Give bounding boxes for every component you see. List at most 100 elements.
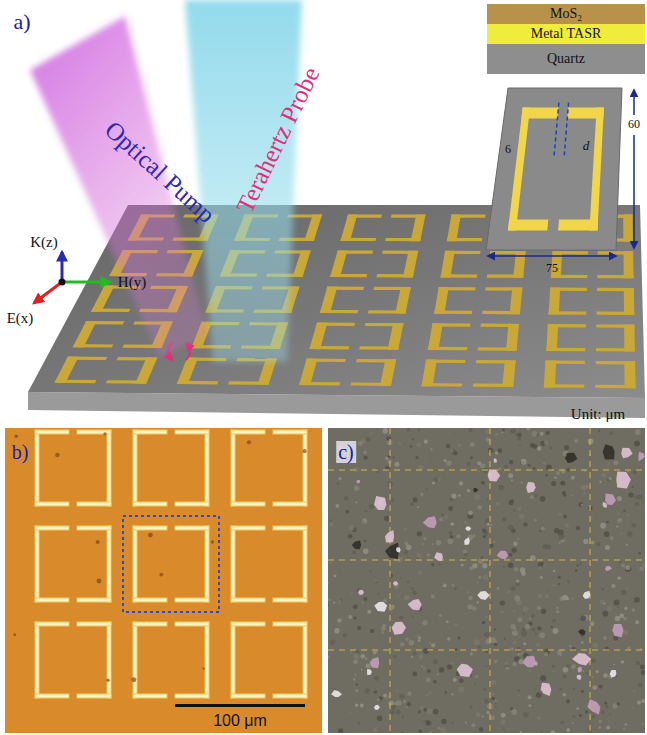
- texture-grain: [396, 700, 401, 705]
- texture-grain: [517, 653, 519, 655]
- resonator-arm: [330, 274, 367, 277]
- texture-grain: [474, 494, 480, 500]
- texture-grain: [632, 707, 635, 710]
- texture-grain: [561, 721, 564, 724]
- texture-grain: [394, 655, 397, 658]
- faint-grid: [389, 428, 391, 733]
- texture-grain: [534, 688, 536, 690]
- speck: [13, 633, 16, 636]
- texture-grain: [607, 606, 613, 612]
- texture-grain: [609, 431, 613, 435]
- texture-grain: [617, 496, 622, 501]
- texture-grain: [540, 576, 543, 579]
- particle: [616, 472, 631, 489]
- particle: [392, 622, 406, 635]
- texture-grain: [474, 639, 480, 645]
- resonator-arm: [303, 622, 307, 698]
- texture-grain: [508, 525, 513, 530]
- resonator-arm: [133, 526, 137, 602]
- axes: [34, 252, 110, 303]
- texture-grain: [453, 449, 455, 451]
- texture-grain: [474, 444, 476, 446]
- texture-grain: [413, 651, 417, 655]
- resonator-arm: [340, 238, 376, 241]
- texture-grain: [338, 477, 341, 480]
- resonator-arm: [35, 526, 69, 530]
- texture-grain: [514, 595, 520, 601]
- resonator-arm: [320, 310, 359, 313]
- resonator-arm: [175, 598, 209, 602]
- texture-grain: [423, 537, 426, 540]
- texture-grain: [623, 510, 625, 512]
- texture-grain: [478, 645, 481, 648]
- texture-grain: [434, 642, 436, 644]
- texture-grain: [467, 604, 472, 609]
- speck: [247, 440, 251, 444]
- texture-grain: [538, 566, 541, 569]
- texture-grain: [510, 624, 515, 629]
- texture-grain: [503, 566, 506, 569]
- k-axis: [61, 252, 64, 282]
- texture-grain: [448, 506, 453, 511]
- texture-grain: [581, 690, 584, 693]
- texture-grain: [340, 600, 342, 602]
- texture-grain: [338, 728, 344, 733]
- texture-grain: [532, 431, 538, 437]
- texture-grain: [450, 662, 453, 665]
- texture-grain: [411, 587, 414, 590]
- particle: [434, 552, 443, 561]
- resonator-arm: [598, 251, 634, 254]
- texture-grain: [563, 515, 567, 519]
- texture-grain: [617, 702, 621, 706]
- resonator-arm: [107, 622, 111, 698]
- texture-grain: [482, 563, 487, 568]
- texture-grain: [509, 500, 514, 505]
- texture-grain: [468, 428, 472, 432]
- texture-grain: [517, 617, 522, 622]
- texture-grain: [494, 629, 496, 631]
- particle: [587, 699, 600, 715]
- texture-grain: [559, 687, 562, 690]
- texture-grain: [543, 462, 545, 464]
- texture-grain: [459, 481, 463, 485]
- texture-grain: [394, 462, 399, 467]
- texture-grain: [623, 630, 629, 636]
- texture-grain: [605, 545, 610, 550]
- particle: [358, 590, 364, 595]
- resonator-arm: [320, 287, 338, 314]
- texture-grain: [418, 636, 421, 639]
- texture-grain: [531, 614, 535, 618]
- texture-grain: [450, 522, 454, 526]
- texture-grain: [479, 727, 483, 731]
- texture-grain: [566, 699, 570, 703]
- resonator-arm: [447, 215, 461, 242]
- particle: [464, 537, 470, 545]
- texture-grain: [601, 711, 604, 714]
- texture-grain: [358, 722, 361, 725]
- unit-note: Unit: μm: [571, 406, 625, 423]
- texture-grain: [399, 615, 403, 619]
- texture-grain: [504, 638, 506, 640]
- speck: [131, 677, 136, 682]
- texture-grain: [512, 610, 515, 613]
- texture-grain: [334, 628, 339, 633]
- texture-grain: [407, 428, 411, 431]
- texture-grain: [536, 692, 542, 698]
- texture-grain: [487, 522, 490, 525]
- texture-grain: [501, 713, 506, 718]
- texture-grain: [353, 604, 358, 609]
- speck: [96, 540, 100, 544]
- texture-grain: [532, 432, 535, 435]
- resonator-arm: [337, 251, 373, 254]
- texture-grain: [614, 599, 620, 605]
- texture-grain: [419, 729, 423, 733]
- particle: [603, 444, 615, 459]
- particle: [541, 683, 552, 696]
- texture-grain: [407, 581, 409, 583]
- texture-grain: [413, 497, 418, 502]
- texture-grain: [365, 688, 370, 693]
- resonator-arm: [326, 287, 364, 290]
- texture-grain: [592, 715, 596, 719]
- resonator-arm: [347, 215, 382, 218]
- resonator-arm: [304, 215, 322, 242]
